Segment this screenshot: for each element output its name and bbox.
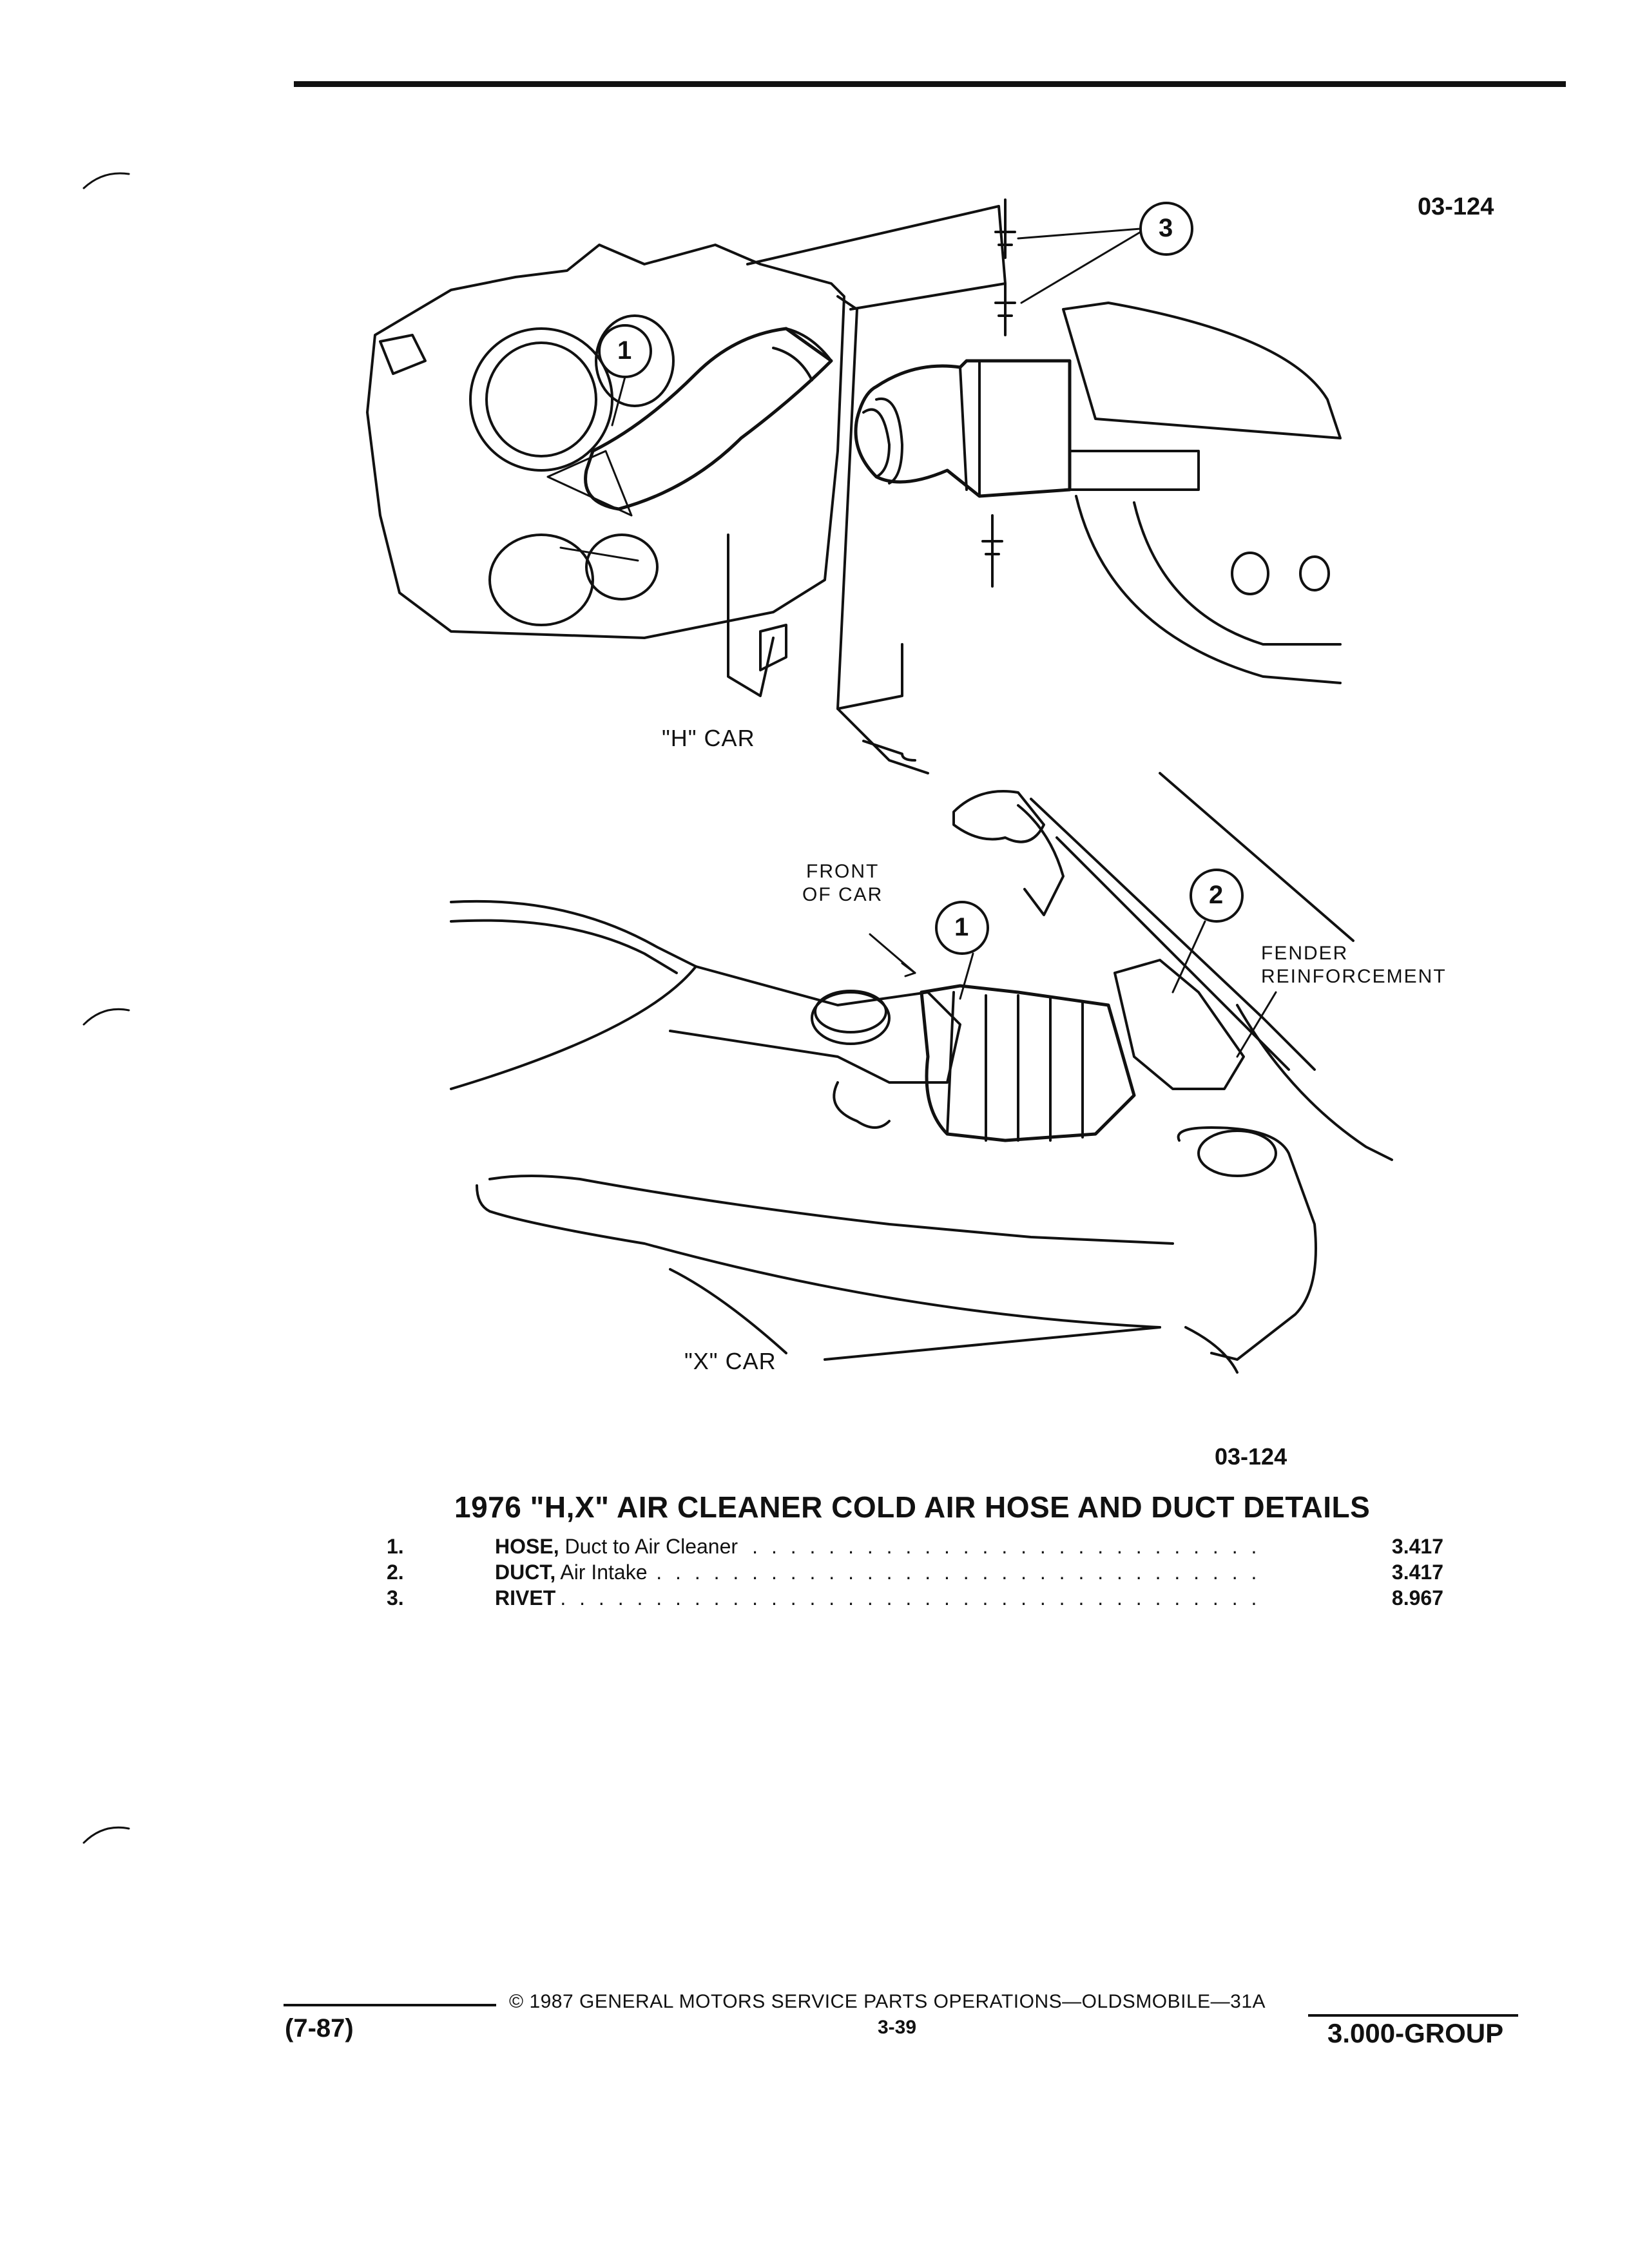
part-name: HOSE, Duct to Air Cleaner [495, 1533, 744, 1559]
callout-number-2: 2 [1209, 881, 1224, 909]
parts-list-row: 3. RIVET . . . . . . . . . . . . . . . .… [387, 1585, 1443, 1611]
part-code: 3.417 [1391, 1535, 1443, 1558]
parts-list: 1. HOSE, Duct to Air Cleaner . . . . . .… [387, 1533, 1443, 1611]
part-number: 3. [387, 1586, 404, 1610]
parts-list-row: 2. DUCT, Air Intake . . . . . . . . . . … [387, 1559, 1443, 1585]
part-number: 1. [387, 1535, 404, 1558]
part-name-bold: DUCT, [495, 1561, 556, 1584]
figure-code-top: 03-124 [1418, 193, 1494, 220]
front-of-car-line-1: FRONT [806, 861, 880, 882]
figure-caption: 1976 "H,X" AIR CLEANER COLD AIR HOSE AND… [454, 1490, 1371, 1524]
figure-code-bottom: 03-124 [1215, 1443, 1287, 1470]
footer-right-rule [1308, 2014, 1518, 2017]
callout-number-1-x: 1 [954, 913, 969, 941]
part-name-rest: Air Intake [555, 1561, 648, 1584]
fender-label-line-2: REINFORCEMENT [1261, 966, 1447, 987]
top-rule [294, 81, 1566, 87]
part-name: RIVET [495, 1585, 561, 1611]
x-car-drawing [450, 772, 1393, 1374]
part-code: 3.417 [1391, 1561, 1443, 1584]
part-name: DUCT, Air Intake [495, 1559, 653, 1585]
part-name-bold: RIVET [495, 1586, 556, 1610]
margin-mark [82, 1826, 130, 1844]
footer-page-number: 3-39 [878, 2017, 917, 2038]
part-name-bold: HOSE, [495, 1535, 559, 1558]
footer-date: (7-87) [285, 2014, 354, 2042]
part-number: 2. [387, 1561, 404, 1584]
callout-number-1-h: 1 [617, 336, 632, 365]
margin-mark [82, 172, 130, 189]
footer-group: 3.000-GROUP [1327, 2018, 1504, 2048]
fender-label-line-1: FENDER [1261, 943, 1349, 964]
footer-left-rule [284, 2004, 496, 2006]
part-name-rest: Duct to Air Cleaner [559, 1535, 738, 1558]
margin-mark [82, 1008, 130, 1026]
h-car-label: "H" CAR [662, 725, 755, 751]
x-car-label: "X" CAR [684, 1348, 776, 1374]
h-car-drawing [366, 198, 1342, 774]
footer-copyright: © 1987 GENERAL MOTORS SERVICE PARTS OPER… [509, 1991, 1266, 2012]
dot-leader: . . . . . . . . . . . . . . . . . . . . … [503, 1586, 1263, 1610]
part-code: 8.967 [1391, 1586, 1443, 1610]
front-of-car-label: FRONT OF CAR [802, 860, 883, 907]
callout-number-3: 3 [1159, 214, 1173, 242]
front-of-car-line-2: OF CAR [802, 884, 883, 905]
fender-reinforcement-label: FENDER REINFORCEMENT [1261, 942, 1447, 988]
parts-list-row: 1. HOSE, Duct to Air Cleaner . . . . . .… [387, 1533, 1443, 1559]
